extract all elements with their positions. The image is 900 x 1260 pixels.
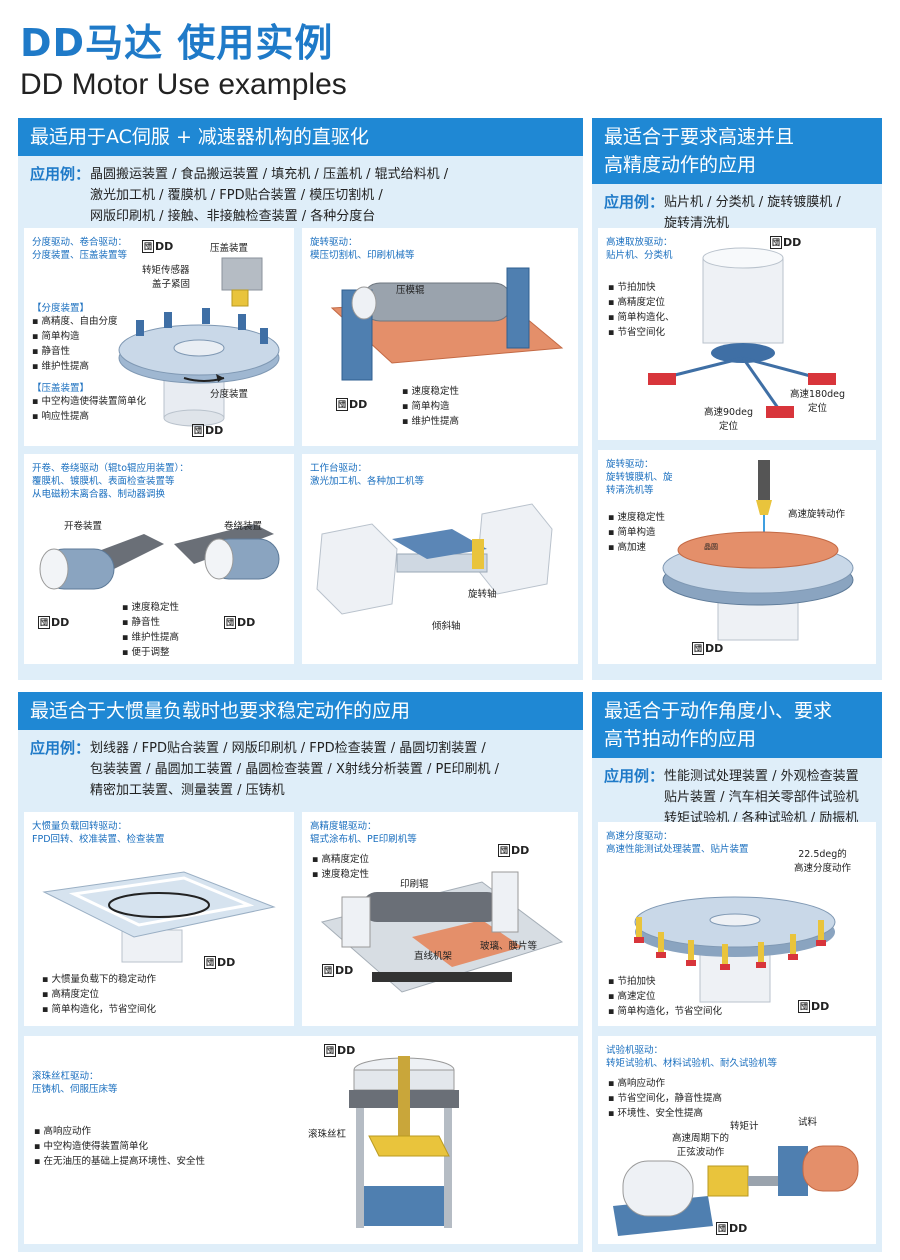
label-sine-motion: 高速周期下的正弦波动作 <box>672 1133 730 1158</box>
applications-label: 应用例： <box>30 165 91 183</box>
panel-pick-place: 高速取放驱动：贴片机、分类机 団DD 节拍加快高精度定位简单构造化、节省空间化 … <box>598 228 876 440</box>
section-heading: 最适合于动作角度小、要求 高节拍动作的应用 <box>592 692 882 758</box>
panel-large-inertia: 大惯量负载回转驱动：FPD回转、校准装置、检查装置 団DD 大惯量负载下的稳定动… <box>24 812 294 1026</box>
label-glass-film: 玻璃、膜片等 <box>480 941 538 952</box>
label-indexing-device: 分度装置 <box>210 389 249 400</box>
panel-title: 工作台驱动：激光加工机、各种加工机等 <box>310 463 425 487</box>
panel-title: 高精度辊驱动：辊式涂布机、PE印刷机等 <box>310 821 417 845</box>
panel-title: 开卷、卷绕驱动（辊to辊应用装置）：覆膜机、镀膜机、表面检查装置等从电磁粉末离合… <box>32 463 189 500</box>
applications: 应用例： 晶圆搬运装置 / 食品搬运装置 / 填充机 / 压盖机 / 辊式给料机… <box>18 156 583 227</box>
section-heading: 最适合于大惯量负载时也要求稳定动作的应用 <box>18 692 583 730</box>
bullets: 大惯量负载下的稳定动作高精度定位简单构造化，节省空间化 <box>42 972 156 1017</box>
bullets: 高响应动作节省空间化，静音性提高环境性、安全性提高 <box>608 1076 722 1121</box>
applications: 应用例： 划线器 / FPD贴合装置 / 网版印刷机 / FPD检查装置 / 晶… <box>18 730 583 801</box>
bullets: 速度稳定性静音性维护性提高便于调整 <box>122 600 179 660</box>
label-print-roller: 印刷辊 <box>400 879 429 890</box>
roll-to-roll-illustration <box>39 524 280 590</box>
label-rotary-axis: 旋转轴 <box>468 589 497 600</box>
bullets: 高响应动作中空构造使得装置简单化在无油压的基础上提高环境性、安全性 <box>34 1124 205 1169</box>
panel-title: 旋转驱动：模压切割机、印刷机械等 <box>310 237 415 261</box>
label-die-roller: 压模辊 <box>396 285 425 296</box>
applications: 应用例： 贴片机 / 分类机 / 旋转镀膜机 / 旋转清洗机 <box>592 184 882 234</box>
applications-label: 应用例： <box>30 739 91 757</box>
applications-list: 晶圆搬运装置 / 食品搬运装置 / 填充机 / 压盖机 / 辊式给料机 / 激光… <box>90 167 449 224</box>
label-ball-screw: 滚珠丝杠 <box>308 1129 347 1140</box>
page-subtitle: DD Motor Use examples <box>20 68 347 101</box>
panel-title: 高速分度驱动：高速性能测试处理装置、贴片装置 <box>606 831 749 855</box>
bullets-indexing: 高精度、自由分度简单构造静音性维护性提高 <box>32 314 117 374</box>
roller-coater-illustration <box>320 871 564 993</box>
panel-rotary-die: 旋转驱动：模压切割机、印刷机械等 压模辊 団DD 速度稳定性简单构造维护性提高 <box>302 228 578 446</box>
panel-title: 分度驱动、卷合驱动：分度装置、压盖装置等 <box>32 237 128 261</box>
applications: 应用例： 性能测试处理装置 / 外观检查装置 贴片装置 / 汽车相关零部件试验机… <box>592 758 882 829</box>
applications-label: 应用例： <box>604 767 665 785</box>
label-winder: 卷绕装置 <box>224 521 263 532</box>
indexing-table-illustration <box>118 257 280 427</box>
section-heading: 最适合于要求高速并且 高精度动作的应用 <box>592 118 882 184</box>
panel-title: 高速取放驱动：贴片机、分类机 <box>606 237 673 261</box>
applications-list: 划线器 / FPD贴合装置 / 网版印刷机 / FPD检查装置 / 晶圆切割装置… <box>90 741 500 798</box>
label-wafer: 晶圆 <box>704 543 718 551</box>
pick-place-illustration <box>648 247 836 418</box>
work-table-illustration <box>316 503 553 615</box>
bullets-capping: 中空构造使得装置简单化响应性提高 <box>32 394 146 424</box>
label-cap-tighten: 盖子紧固 <box>152 279 191 290</box>
section-heading: 最适用于AC伺服 + 减速器机构的直驱化 <box>18 118 583 156</box>
label-linear-frame: 直线机架 <box>414 951 453 962</box>
applications-list: 性能测试处理装置 / 外观检查装置 贴片装置 / 汽车相关零部件试验机 转矩试验… <box>664 769 859 826</box>
page-title: DD马达 使用实例 <box>20 21 334 65</box>
label-sample: 试料 <box>798 1117 818 1128</box>
panel-title: 试验机驱动：转矩试验机、材料试验机、耐久试验机等 <box>606 1045 778 1069</box>
label-capping: 压盖装置 <box>210 243 249 254</box>
label-22-5deg: 22.5deg的高速分度动作 <box>794 849 852 874</box>
die-roller-illustration <box>330 267 564 381</box>
applications-list: 贴片机 / 分类机 / 旋转镀膜机 / 旋转清洗机 <box>664 195 841 231</box>
test-machine-illustration <box>613 1145 859 1236</box>
bullets: 节拍加快高速定位简单构造化，节省空间化 <box>608 974 722 1019</box>
bullets: 速度稳定性简单构造维护性提高 <box>402 384 459 429</box>
label-torque-sensor: 转矩传感器 <box>142 265 190 276</box>
applications-label: 应用例： <box>604 193 665 211</box>
panel-work-table: 工作台驱动：激光加工机、各种加工机等 旋转轴 倾斜轴 <box>302 454 578 664</box>
subtitle-indexing: 【分度装置】 <box>32 303 90 314</box>
index-table-illustration <box>634 896 836 1003</box>
label-torque-meter: 转矩计 <box>730 1121 759 1132</box>
panel-title: 旋转驱动：旋转镀膜机、旋转清洗机等 <box>606 459 673 496</box>
large-table-illustration <box>42 871 276 963</box>
panel-roller-coater: 高精度辊驱动：辊式涂布机、PE印刷机等 高精度定位速度稳定性 団DD 印刷辊 玻… <box>302 812 578 1026</box>
bullets: 高精度定位速度稳定性 <box>312 852 369 882</box>
panel-title: 滚珠丝杠驱动：压铸机、伺服压床等 <box>32 1071 118 1095</box>
panel-test-machine: 试验机驱动：转矩试验机、材料试验机、耐久试验机等 高响应动作节省空间化，静音性提… <box>598 1036 876 1244</box>
ball-screw-illustration <box>349 1056 459 1228</box>
label-unwinder: 开卷装置 <box>64 521 103 532</box>
label-high-speed-rotation: 高速旋转动作 <box>788 509 846 520</box>
bullets: 节拍加快高精度定位简单构造化、节省空间化 <box>608 280 674 340</box>
panel-ball-screw: 滚珠丝杠驱动：压铸机、伺服压床等 高响应动作中空构造使得装置简单化在无油压的基础… <box>24 1036 578 1244</box>
panel-roll-to-roll: 开卷、卷绕驱动（辊to辊应用装置）：覆膜机、镀膜机、表面检查装置等从电磁粉末离合… <box>24 454 294 664</box>
spin-coater-illustration <box>662 460 854 641</box>
subtitle-capping: 【压盖装置】 <box>32 383 90 394</box>
label-tilt-axis: 倾斜轴 <box>432 621 461 632</box>
bullets: 速度稳定性简单构造高加速 <box>608 510 665 555</box>
panel-title: 大惯量负载回转驱动：FPD回转、校准装置、检查装置 <box>32 821 165 845</box>
